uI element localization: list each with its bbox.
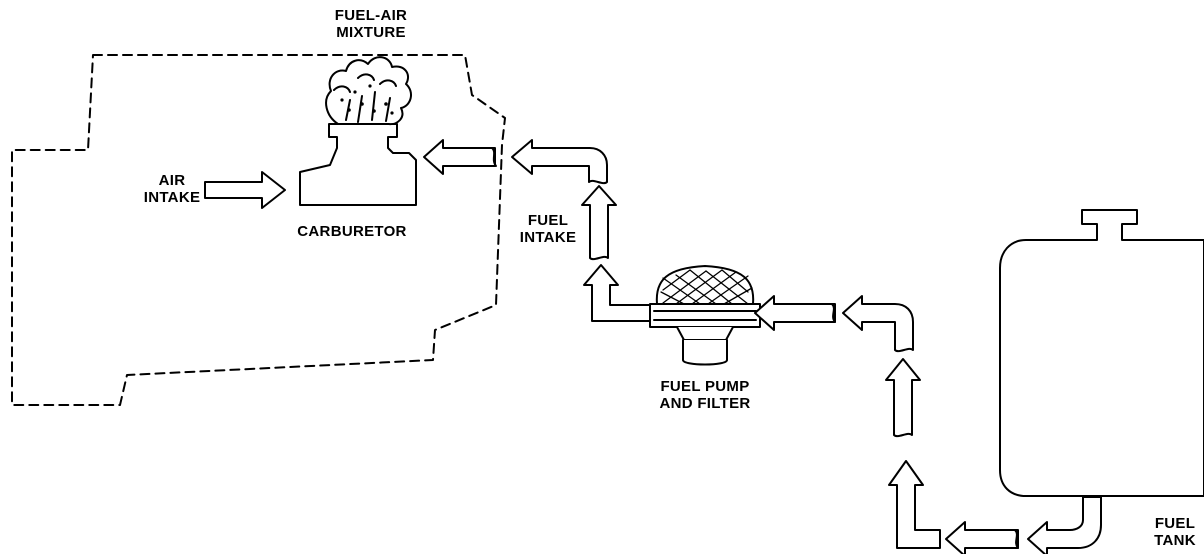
air-intake-line-1: AIR: [158, 172, 186, 189]
fuel-tank: [999, 209, 1204, 497]
fuel-pump-line-1: FUEL PUMP: [660, 378, 750, 395]
fuel-arrow-up-1: [581, 185, 617, 261]
air-intake-label: AIR INTAKE: [132, 172, 212, 206]
fuel-intake-line-1: FUEL: [527, 212, 569, 229]
fuel-tank-label: FUEL TANK: [1148, 515, 1202, 549]
fuel-arrow-bottom-1: [945, 521, 1019, 554]
fuel-pump-and-filter-label: FUEL PUMP AND FILTER: [640, 378, 770, 412]
fuel-pump-line-2: AND FILTER: [659, 395, 751, 412]
fuel-tank-line-2: TANK: [1154, 532, 1196, 549]
fuel-intake-line-2: INTAKE: [519, 229, 577, 246]
carburetor-text: CARBURETOR: [297, 223, 407, 240]
fuel-air-mixture-cloud: [325, 56, 413, 126]
fuel-arrow-elbow-top: [511, 139, 608, 185]
fuel-air-mixture-label: FUEL-AIR MIXTURE: [326, 7, 416, 41]
air-intake-line-2: INTAKE: [143, 189, 201, 206]
fuel-air-mixture-line-2: MIXTURE: [336, 24, 406, 41]
fuel-arrow-from-tank: [1027, 496, 1102, 554]
carburetor-body: [299, 123, 417, 206]
engine-outline: [11, 54, 506, 406]
fuel-intake-label: FUEL INTAKE: [513, 212, 583, 246]
fuel-arrow-up-3: [885, 358, 921, 438]
fuel-tank-line-1: FUEL: [1154, 515, 1196, 532]
fuel-arrow-up-4: [888, 460, 941, 549]
fuel-arrow-into-pump: [754, 295, 836, 331]
fuel-arrow-carburetor: [423, 139, 496, 175]
carburetor-label: CARBURETOR: [286, 223, 418, 240]
fuel-arrow-elbow-mid: [842, 295, 914, 353]
fuel-air-mixture-line-1: FUEL-AIR: [334, 7, 408, 24]
air-intake-arrow: [204, 171, 286, 209]
fuel-arrow-up-2: [583, 264, 659, 322]
